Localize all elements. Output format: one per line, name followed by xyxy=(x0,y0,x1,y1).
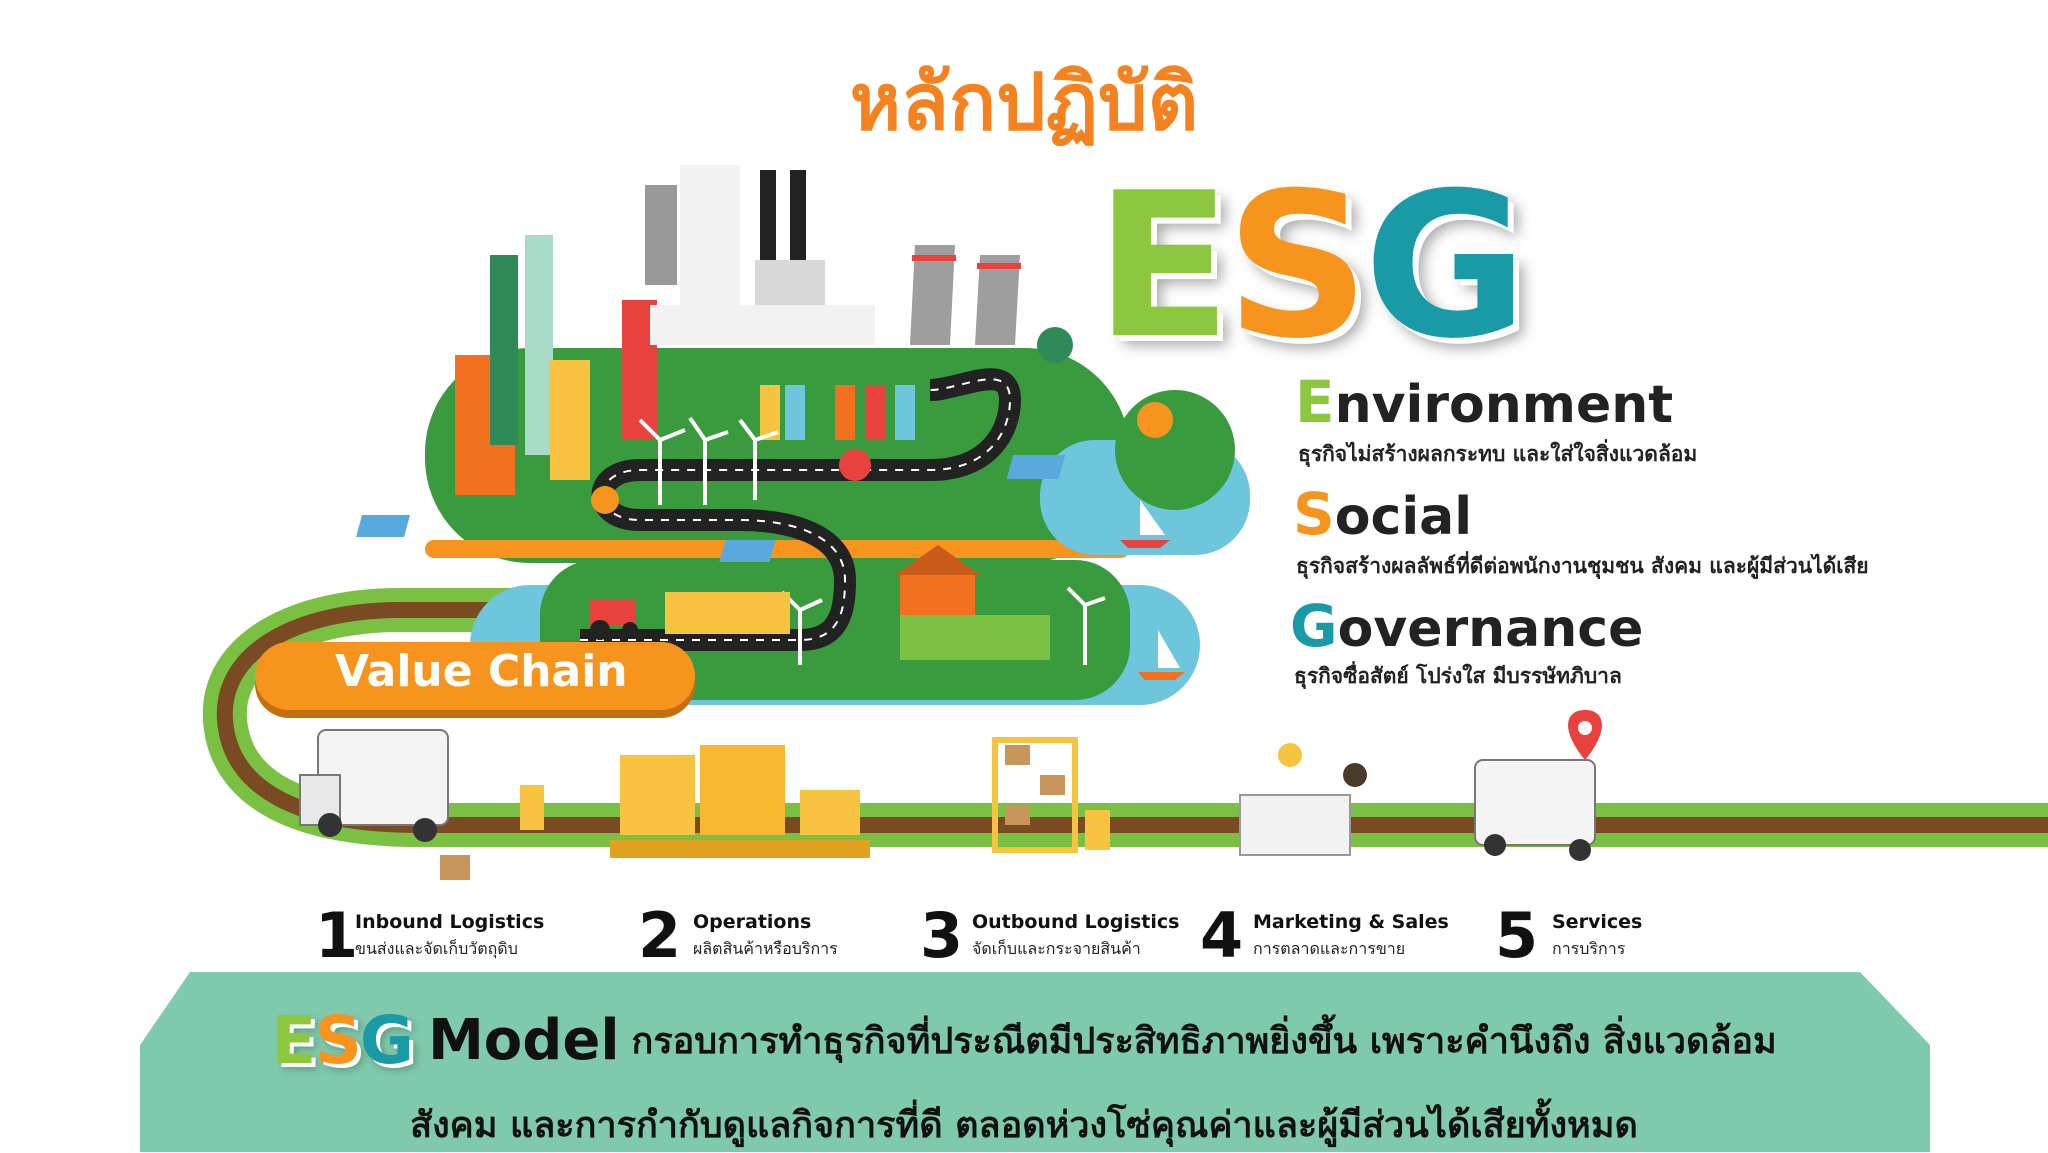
step-desc: ผลิตสินค้าหรือบริการ xyxy=(693,939,838,958)
step-title: Marketing & Sales xyxy=(1253,911,1449,933)
cooling-tower xyxy=(910,245,955,345)
step-number: 3 xyxy=(920,899,964,972)
solar-panel xyxy=(356,515,411,537)
sailboat xyxy=(1140,500,1165,535)
sales-counter xyxy=(1239,794,1351,856)
pillar-initial: S xyxy=(1293,480,1335,548)
banner-background xyxy=(140,972,1930,1152)
esg-letter-s: S xyxy=(1225,150,1370,383)
step-number: 2 xyxy=(638,899,682,972)
value-chain-label: Value Chain xyxy=(335,646,628,697)
pillar-initial: E xyxy=(1295,368,1335,436)
pillar-rest: nvironment xyxy=(1334,375,1674,435)
wind-turbine xyxy=(638,416,1106,665)
pillar-governance-title: Governance xyxy=(1290,592,1643,660)
esg-letter-g: G xyxy=(1363,150,1528,383)
pillar-initial: G xyxy=(1290,592,1338,660)
pillar-governance-desc: ธุรกิจซื่อสัตย์ โปร่งใส มีบรรษัทภิบาล xyxy=(1294,664,1622,688)
step-desc: ขนส่งและจัดเก็บวัตถุดิบ xyxy=(355,939,518,958)
banner-esg-g: G xyxy=(359,1002,414,1079)
banner-model-word: Model xyxy=(428,1008,620,1073)
step-title: Inbound Logistics xyxy=(355,911,545,933)
pillar-environment-desc: ธุรกิจไม่สร้างผลกระทบ และใส่ใจสิ่งแวดล้อ… xyxy=(1298,442,1698,466)
banner-desc-1: กรอบการทำธุรกิจที่ประณีตมีประสิทธิภาพยิ่… xyxy=(631,1021,1777,1062)
step-title: Outbound Logistics xyxy=(972,911,1180,933)
step-desc: จัดเก็บและกระจายสินค้า xyxy=(972,939,1141,958)
service-van xyxy=(1474,759,1596,846)
step-number: 4 xyxy=(1200,899,1244,972)
banner-esg-e: E xyxy=(271,1002,316,1079)
esg-logo: ESG xyxy=(1095,150,1528,383)
value-chain-pill xyxy=(255,642,695,710)
esg-letter-e: E xyxy=(1095,150,1232,383)
banner-esg-s: S xyxy=(314,1002,362,1079)
step-desc: การบริการ xyxy=(1552,939,1626,958)
step-title: Services xyxy=(1552,911,1643,933)
step-number: 5 xyxy=(1495,899,1539,972)
pillar-social-desc: ธุรกิจสร้างผลลัพธ์ที่ดีต่อพนักงานชุมชน ส… xyxy=(1296,554,1869,578)
factory-machine xyxy=(620,755,695,835)
tree xyxy=(591,486,619,514)
step-number: 1 xyxy=(315,899,359,972)
factory-chimney xyxy=(760,170,776,280)
pillar-environment-title: Environment xyxy=(1295,368,1673,436)
pillar-rest: overnance xyxy=(1337,599,1644,659)
warehouse-shelf xyxy=(992,737,1078,853)
step-title: Operations xyxy=(693,911,812,933)
banner-esg-logo: ESG xyxy=(271,1002,414,1079)
banner-line-2: สังคม และการกำกับดูแลกิจการที่ดี ตลอดห่ว… xyxy=(410,1105,1638,1146)
pillar-rest: ocial xyxy=(1334,487,1473,547)
page-title: หลักปฏิบัติ xyxy=(849,58,1199,148)
pillar-social-title: Social xyxy=(1293,480,1472,548)
step-desc: การตลาดและการขาย xyxy=(1253,939,1406,958)
